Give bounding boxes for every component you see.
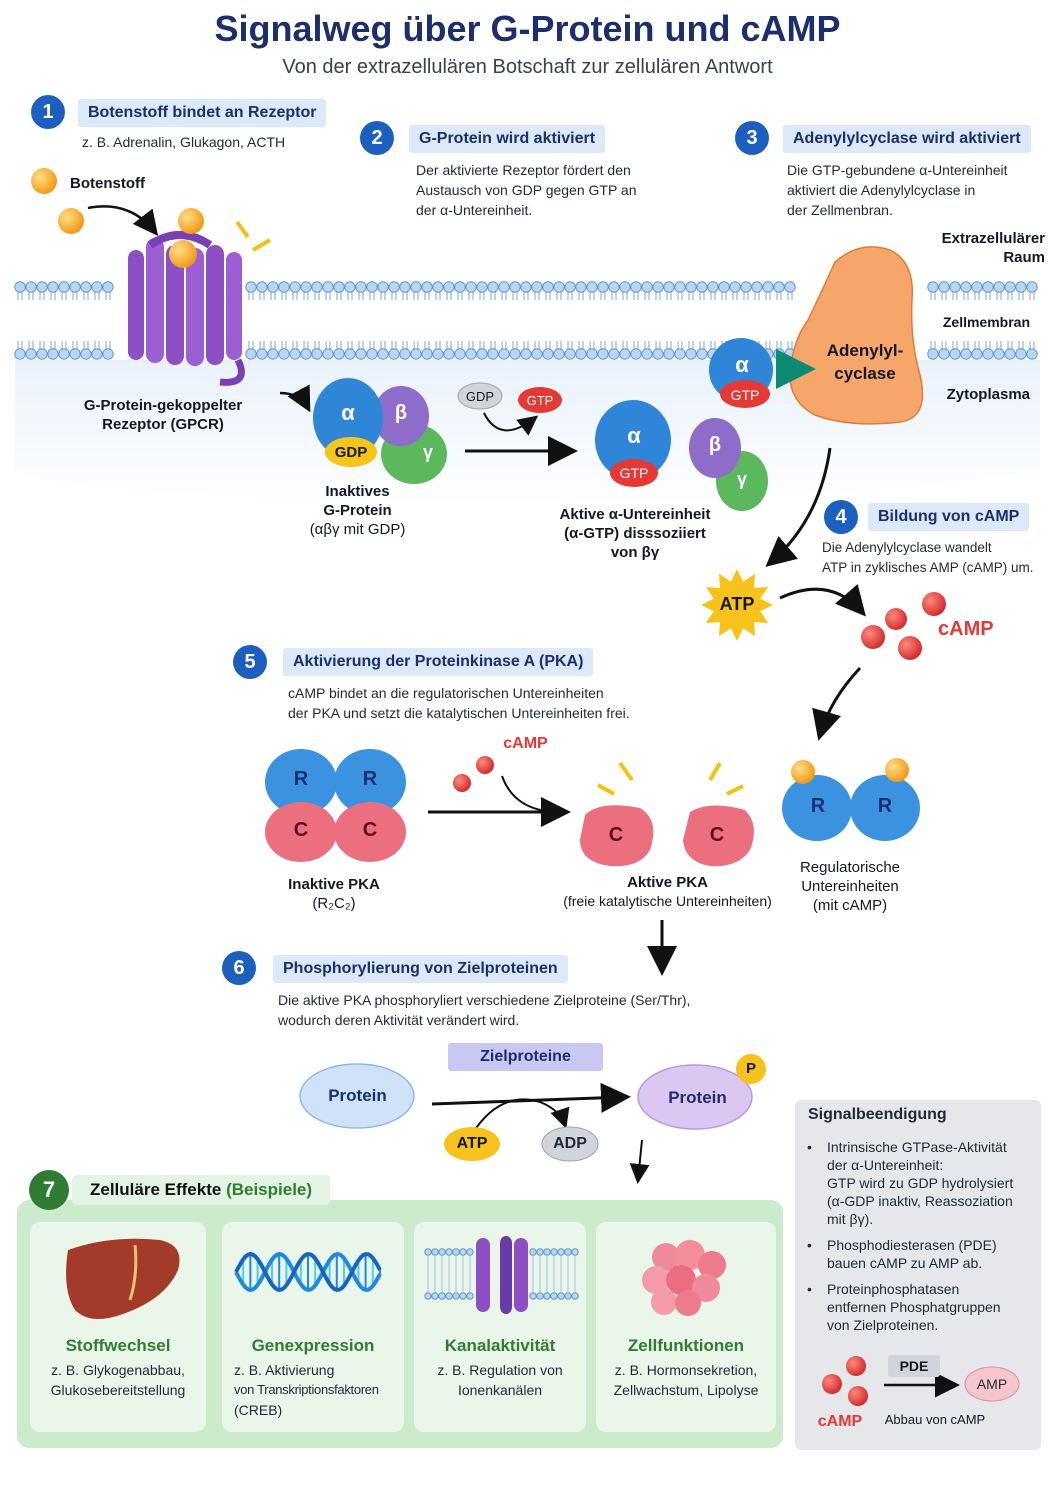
step-4-label: Bildung von cAMP (868, 503, 1030, 531)
gamma-letter-2: γ (736, 469, 747, 489)
inactive-g-protein (313, 378, 447, 484)
zielproteine-tag: Zielproteine (448, 1043, 603, 1071)
pde-caption: Abbau von cAMP (884, 1412, 986, 1427)
gdp-free: GDP (465, 389, 495, 404)
inactive-pka (265, 749, 406, 862)
adp-pill (541, 1126, 599, 1162)
gpcr-receptor (128, 231, 245, 386)
adp-label: ADP (553, 1135, 587, 1152)
camp-label-3: cAMP (817, 1413, 863, 1430)
effect-zellfunktion: Zellfunktionen z. B. Hormonsekretion,Zel… (613, 1336, 759, 1398)
adenylyl-label: Adenylyl-cyclase (826, 341, 904, 383)
atp-label-2: ATP (456, 1135, 488, 1152)
alpha-letter: α (341, 400, 355, 425)
botenstoff-label: Botenstoff (70, 175, 145, 192)
amp-label: AMP (976, 1376, 1008, 1392)
page-subtitle: Von der extrazellulären Botschaft zur ze… (282, 56, 773, 78)
step-4-number: 4 (824, 500, 858, 534)
pka-r2: R (362, 768, 378, 790)
termination-title: Signalbeendigung (808, 1106, 947, 1123)
pka-r1: R (293, 768, 309, 790)
pka-c2: C (362, 819, 378, 841)
step-2-label: G-Protein wird aktiviert (409, 125, 606, 153)
reg-r1: R (810, 795, 826, 817)
camp-molecules (861, 592, 946, 660)
ligand (58, 208, 84, 234)
effect-stoffwechsel: Stoffwechsel z. B. Glykogenabbau,Glukose… (50, 1336, 186, 1398)
ligand (178, 208, 204, 234)
activation-spark (235, 220, 250, 239)
membrane-label: Zellmembran (942, 314, 1030, 330)
page-title: Signalweg über G-Protein und cAMP (214, 8, 841, 49)
gdp-tag: GDP (334, 444, 368, 461)
ligand-bound (169, 240, 197, 268)
step-1-label: Botenstoff bindet an Rezeptor (78, 99, 327, 127)
step-7-number: 7 (42, 1177, 56, 1202)
step-1-number: 1 (31, 95, 65, 129)
step-6-label: Phosphorylierung von Zielproteinen (273, 955, 568, 983)
step-2-number: 2 (360, 121, 394, 155)
step-3-number: 3 (735, 121, 769, 155)
camp-label-2: cAMP (503, 735, 548, 752)
beta-gamma-dimer (689, 418, 768, 511)
gtp-free: GTP (526, 393, 554, 408)
alpha-at-cyclase (709, 338, 773, 408)
regulatory-units (782, 758, 920, 841)
step-6-number: 6 (222, 951, 256, 985)
step-5-label: Aktivierung der Proteinkinase A (PKA) (283, 648, 594, 676)
step-5-desc: cAMP bindet an die regulatorischen Unter… (288, 685, 630, 721)
cytoplasm-label: Zytoplasma (946, 386, 1030, 403)
active-alpha-label: Aktive α-Untereinheit(α-GTP) disssoziier… (559, 506, 711, 561)
beta-letter: β (394, 402, 408, 424)
atp-star (701, 569, 773, 641)
step-6-desc: Die aktive PKA phosphoryliert verschiede… (278, 992, 691, 1028)
alpha-cyclase-letter: α (735, 352, 749, 377)
adenylyl-cyclase (789, 246, 924, 425)
active-c2: C (709, 824, 725, 846)
pde-label: PDE (899, 1358, 929, 1374)
protein-substrate (299, 1063, 415, 1129)
step-5-number: 5 (233, 645, 267, 679)
phospho-protein-label: Protein (668, 1088, 727, 1107)
protein-label: Protein (328, 1086, 387, 1105)
reg-r2: R (877, 795, 893, 817)
active-pka (580, 761, 754, 867)
alpha-active-letter: α (627, 423, 641, 448)
gtp-active: GTP (619, 465, 649, 481)
membrane-bilayer (14, 281, 1038, 360)
gtp-cyclase: GTP (730, 387, 760, 403)
phospho-protein (637, 1064, 753, 1130)
phosphate-label: P (745, 1060, 756, 1077)
step-1-desc: z. B. Adrenalin, Glukagon, ACTH (82, 134, 286, 150)
gamma-letter: γ (422, 442, 433, 462)
binding-arrow (87, 205, 159, 236)
active-alpha-subunit (595, 400, 671, 487)
camp-label: cAMP (938, 618, 994, 640)
active-pka-label: Aktive PKA(freie katalytische Untereinhe… (563, 874, 772, 909)
ligand (31, 168, 57, 194)
beta-letter-2: β (708, 434, 722, 456)
inactive-pka-label: Inaktive PKA(R₂C₂) (288, 876, 380, 912)
active-c1: C (608, 824, 624, 846)
activation-spark (251, 238, 272, 252)
phosphate (736, 1054, 766, 1084)
step-3-label: Adenylylcyclase wird aktiviert (783, 125, 1031, 153)
pka-c1: C (293, 819, 309, 841)
step-7-label: Zelluläre Effekte (Beispiele) (90, 1180, 313, 1199)
atp-label: ATP (719, 594, 755, 614)
atp-pill (444, 1127, 500, 1161)
